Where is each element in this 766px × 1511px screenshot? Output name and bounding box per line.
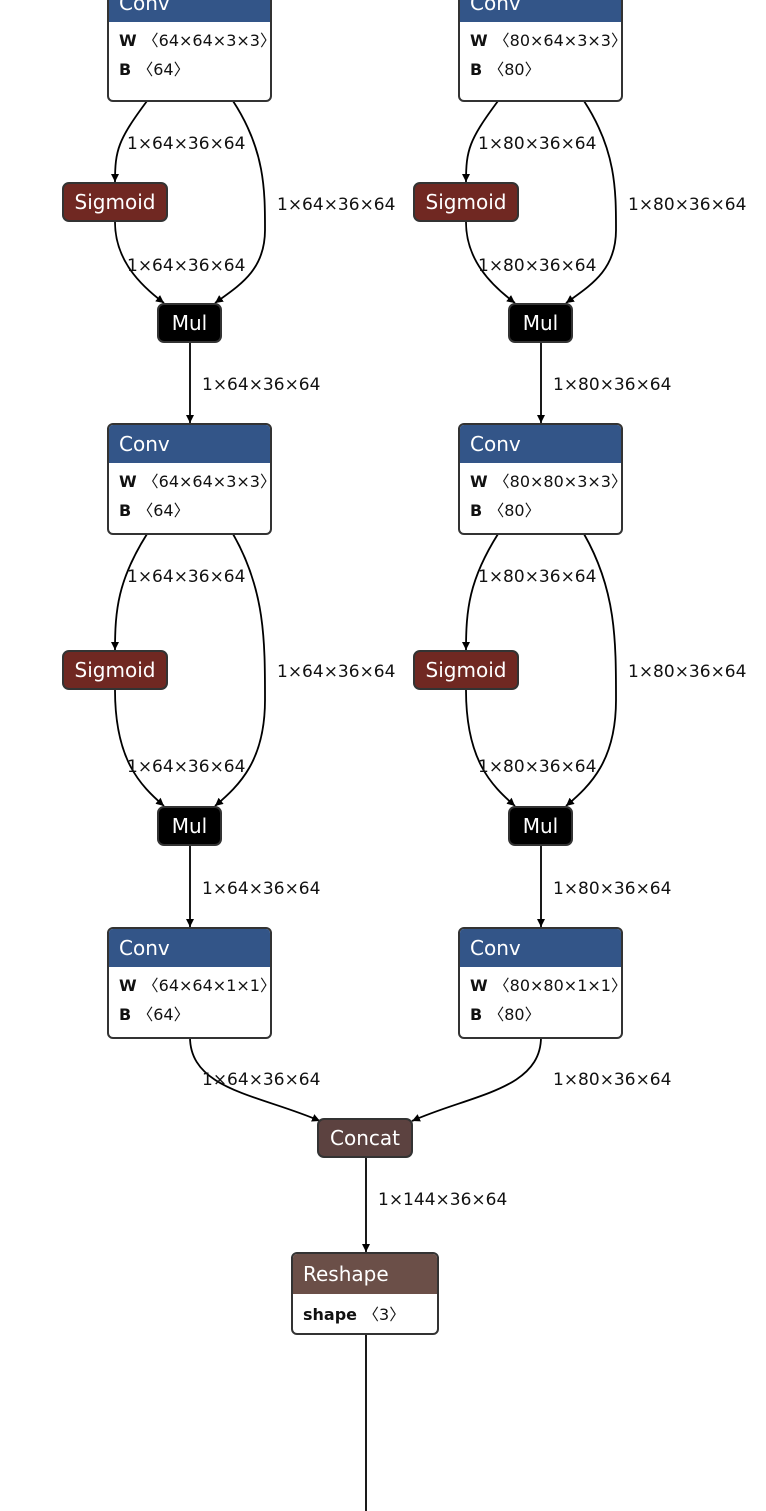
- edge-label: 1×80×36×64: [628, 195, 747, 215]
- bias-label: B: [470, 1005, 483, 1024]
- conv-node-left-1[interactable]: Conv W 〈64×64×3×3〉 B 〈64〉: [107, 0, 272, 102]
- bias-label: B: [470, 501, 483, 520]
- edge-label: 1×64×36×64: [127, 567, 246, 587]
- edge-label: 1×64×36×64: [127, 757, 246, 777]
- bias-label: B: [119, 1005, 132, 1024]
- conv-node-right-2[interactable]: Conv W 〈80×80×3×3〉 B 〈80〉: [458, 423, 623, 535]
- weight-shape: 〈80×80×1×1〉: [493, 976, 623, 995]
- sigmoid-node-right-1[interactable]: Sigmoid: [413, 182, 519, 222]
- bias-shape: 〈64〉: [137, 60, 190, 79]
- bias-shape: 〈80〉: [488, 501, 541, 520]
- edge-label: 1×64×36×64: [202, 1070, 321, 1090]
- edge-label: 1×144×36×64: [378, 1190, 508, 1210]
- edge-lconv2-lmul2: [214, 533, 266, 807]
- edge-lsig1-lmul1: [114, 221, 165, 304]
- weight-shape: 〈64×64×1×1〉: [142, 976, 272, 995]
- edge-rconv1-rmul1: [565, 100, 617, 304]
- weight-label: W: [470, 31, 488, 50]
- conv-node-left-2[interactable]: Conv W 〈64×64×3×3〉 B 〈64〉: [107, 423, 272, 535]
- conv-node-right-1[interactable]: Conv W 〈80×64×3×3〉 B 〈80〉: [458, 0, 623, 102]
- edge-rconv1-rsig1: [462, 100, 499, 183]
- node-title: Conv: [109, 425, 270, 463]
- mul-node-left-2[interactable]: Mul: [157, 806, 222, 846]
- weight-shape: 〈64×64×3×3〉: [142, 31, 272, 50]
- sigmoid-node-left-1[interactable]: Sigmoid: [62, 182, 168, 222]
- edge-rconv2-rsig2: [462, 533, 499, 651]
- edge-label: 1×64×36×64: [127, 134, 246, 154]
- sigmoid-node-right-2[interactable]: Sigmoid: [413, 650, 519, 690]
- edge-label: 1×80×36×64: [553, 879, 672, 899]
- node-title: Conv: [109, 929, 270, 967]
- mul-node-right-1[interactable]: Mul: [508, 303, 573, 343]
- weight-shape: 〈64×64×3×3〉: [142, 472, 272, 491]
- node-title: Conv: [460, 425, 621, 463]
- node-title: Conv: [460, 0, 621, 22]
- edge-lsig2-lmul2: [114, 689, 165, 807]
- node-title: Conv: [109, 0, 270, 22]
- edge-label: 1×80×36×64: [478, 256, 597, 276]
- edge-label: 1×64×36×64: [127, 256, 246, 276]
- shape-value: 〈3〉: [363, 1305, 406, 1324]
- weight-shape: 〈80×80×3×3〉: [493, 472, 623, 491]
- edge-label: 1×80×36×64: [553, 375, 672, 395]
- edge-label: 1×80×36×64: [478, 134, 597, 154]
- conv-node-left-3[interactable]: Conv W 〈64×64×1×1〉 B 〈64〉: [107, 927, 272, 1039]
- mul-node-right-2[interactable]: Mul: [508, 806, 573, 846]
- edge-label: 1×80×36×64: [478, 757, 597, 777]
- weight-label: W: [470, 976, 488, 995]
- conv-node-right-3[interactable]: Conv W 〈80×80×1×1〉 B 〈80〉: [458, 927, 623, 1039]
- edge-label: 1×64×36×64: [202, 375, 321, 395]
- bias-shape: 〈80〉: [488, 1005, 541, 1024]
- edge-label: 1×80×36×64: [628, 662, 747, 682]
- bias-shape: 〈64〉: [137, 501, 190, 520]
- edge-label: 1×64×36×64: [277, 195, 396, 215]
- bias-label: B: [119, 60, 132, 79]
- edge-label: 1×64×36×64: [277, 662, 396, 682]
- edge-rconv2-rmul2: [565, 533, 617, 807]
- bias-label: B: [470, 60, 483, 79]
- bias-shape: 〈64〉: [137, 1005, 190, 1024]
- edge-lconv2-lsig2: [111, 533, 148, 651]
- edge-label: 1×64×36×64: [202, 879, 321, 899]
- edge-lconv1-lsig1: [111, 100, 148, 183]
- edge-lconv1-lmul1: [214, 100, 266, 304]
- weight-shape: 〈80×64×3×3〉: [493, 31, 623, 50]
- bias-label: B: [119, 501, 132, 520]
- sigmoid-node-left-2[interactable]: Sigmoid: [62, 650, 168, 690]
- edge-label: 1×80×36×64: [553, 1070, 672, 1090]
- node-title: Conv: [460, 929, 621, 967]
- bias-shape: 〈80〉: [488, 60, 541, 79]
- mul-node-left-1[interactable]: Mul: [157, 303, 222, 343]
- node-title: Reshape: [293, 1254, 437, 1294]
- edge-rsig2-rmul2: [465, 689, 516, 807]
- concat-node[interactable]: Concat: [317, 1118, 413, 1158]
- weight-label: W: [119, 976, 137, 995]
- edge-label: 1×80×36×64: [478, 567, 597, 587]
- reshape-node[interactable]: Reshape shape 〈3〉: [291, 1252, 439, 1335]
- shape-label: shape: [303, 1305, 358, 1324]
- edge-lconv3-concat: [189, 1036, 321, 1122]
- edge-rconv3-concat: [411, 1036, 542, 1122]
- edge-rsig1-rmul1: [465, 221, 516, 304]
- weight-label: W: [119, 31, 137, 50]
- weight-label: W: [119, 472, 137, 491]
- weight-label: W: [470, 472, 488, 491]
